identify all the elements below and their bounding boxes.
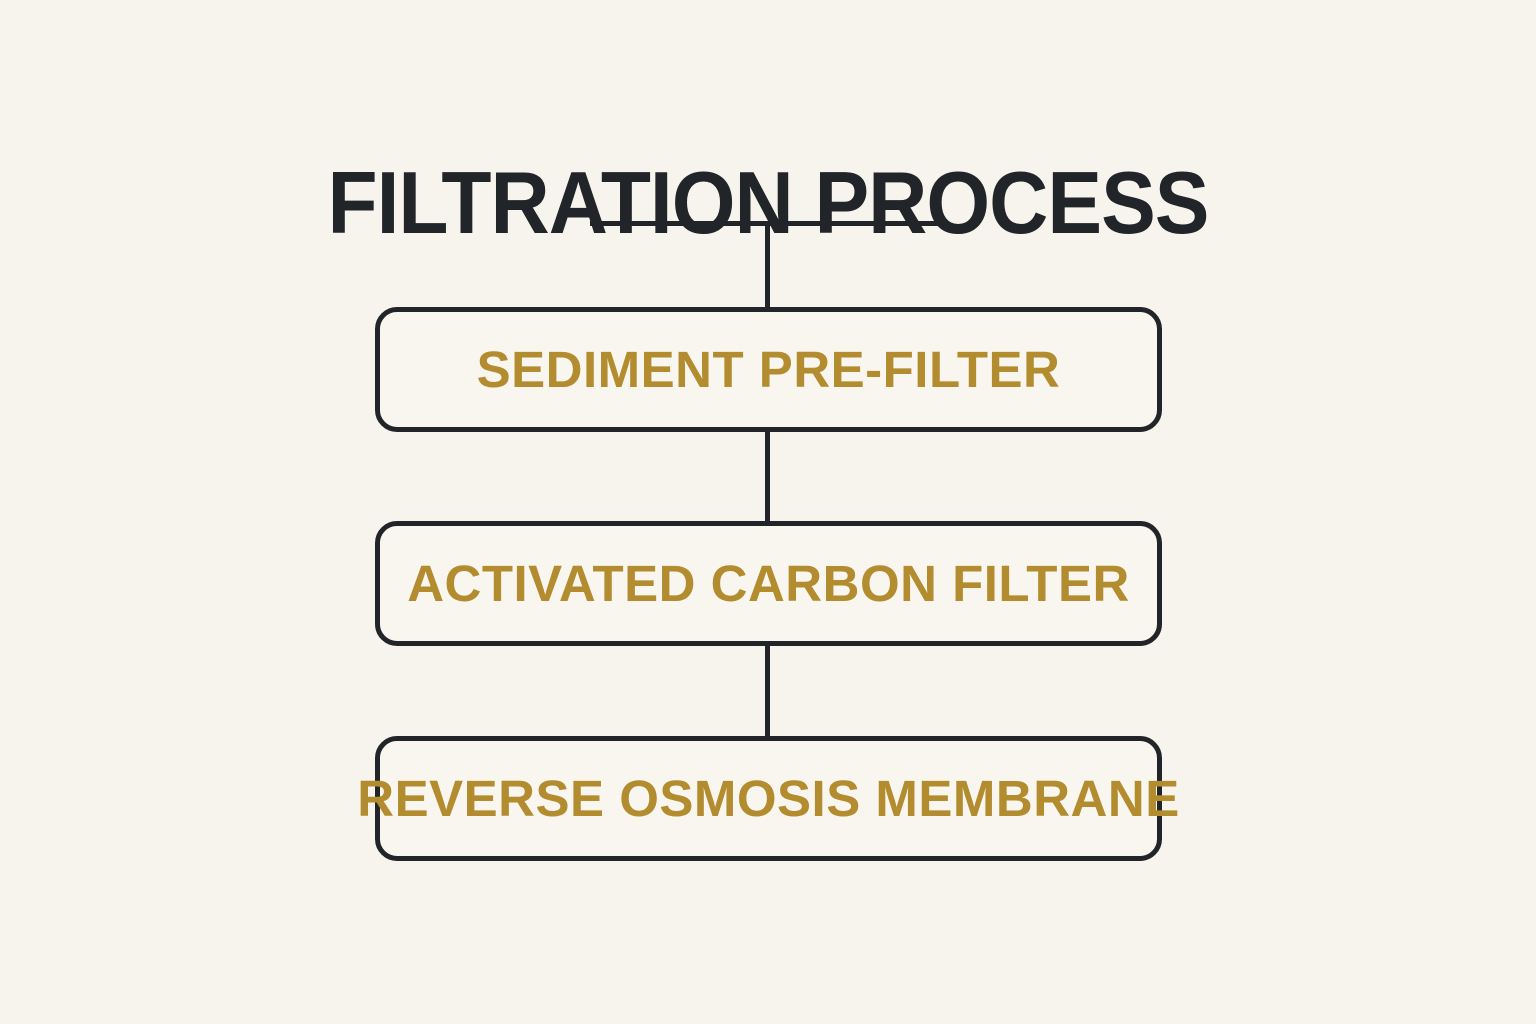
connector-step1-to-step2 bbox=[765, 430, 770, 523]
flow-step-reverse-osmosis-membrane: REVERSE OSMOSIS MEMBRANE bbox=[357, 736, 1179, 861]
connector-step2-to-step3 bbox=[765, 645, 770, 738]
flow-step-label: REVERSE OSMOSIS MEMBRANE bbox=[357, 770, 1180, 827]
title-connector-vertical-line bbox=[765, 221, 770, 309]
flow-step-label: SEDIMENT PRE-FILTER bbox=[476, 341, 1061, 398]
flow-step-label: ACTIVATED CARBON FILTER bbox=[407, 555, 1130, 612]
flow-step-activated-carbon-filter: ACTIVATED CARBON FILTER bbox=[375, 521, 1162, 646]
flow-step-sediment-pre-filter: SEDIMENT PRE-FILTER bbox=[375, 307, 1162, 432]
